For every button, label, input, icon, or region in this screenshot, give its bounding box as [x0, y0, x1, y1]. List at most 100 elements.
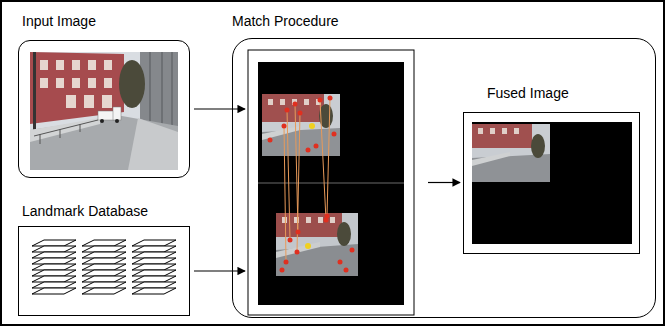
fused-image [502, 128, 507, 134]
street-photo [104, 60, 112, 70]
keypoints [293, 102, 298, 107]
match-lines [327, 98, 330, 216]
street-photo [30, 116, 178, 170]
match-panel [258, 62, 404, 305]
database-stack-icon [82, 270, 126, 276]
keypoints [328, 96, 333, 101]
panel-outline [232, 38, 656, 318]
street-photo [56, 78, 64, 88]
database-stack-icon [32, 240, 76, 246]
match-lines [284, 126, 286, 262]
keypoints [318, 98, 323, 103]
database-stack-icon [82, 246, 126, 252]
match-lines [287, 110, 290, 240]
database-stack-icon [132, 270, 176, 276]
keypoints [285, 108, 290, 113]
panel-heading: Input Image [22, 13, 96, 30]
database-stack-icon [132, 264, 176, 270]
match-panel [248, 50, 414, 315]
street-photo [66, 95, 76, 108]
street-photo [33, 52, 36, 132]
panel-outline [463, 112, 640, 254]
match-panel [248, 50, 414, 315]
keypoints [306, 148, 311, 153]
street-photo [34, 120, 98, 144]
process-panel: Match ProcedureFused Image [228, 8, 658, 320]
fused-image [472, 122, 632, 244]
street-photo [88, 60, 96, 70]
street-photo [88, 78, 96, 88]
keypoints [325, 214, 330, 219]
keypoints [288, 238, 293, 243]
database-stack-icon [132, 276, 176, 282]
database-stack-icon [132, 246, 176, 252]
database-stack-icon [32, 276, 76, 282]
database-stack-icon [32, 240, 176, 294]
flow-arrow [194, 108, 245, 109]
database-stack-icon [82, 282, 126, 288]
panel-outline [18, 40, 190, 178]
database-stack-icon [132, 252, 176, 258]
database-stack-icon [32, 282, 76, 288]
database-stack-icon [82, 240, 126, 294]
query-patch [262, 94, 324, 122]
keypoints [298, 111, 303, 116]
flow-arrow [194, 270, 245, 271]
keypoints [338, 260, 343, 265]
fused-image [531, 134, 545, 158]
street-photo [161, 52, 163, 130]
database-stack-icon [132, 240, 176, 294]
database-stack-icon [32, 288, 76, 294]
panel-heading: Match Procedure [232, 13, 339, 30]
street-photo [30, 52, 178, 170]
street-photo [80, 124, 81, 132]
panel-heading: Landmark Database [22, 203, 148, 220]
panel-heading: Fused Image [487, 85, 569, 102]
query-patch [280, 99, 285, 105]
fused-image [472, 124, 532, 148]
fused-image [472, 152, 510, 166]
input-panel: Input Image [16, 8, 194, 182]
database-stack-icon [32, 264, 76, 270]
landmark-patch [276, 213, 358, 276]
landmark-patch [276, 213, 358, 276]
street-photo [115, 119, 119, 123]
keypoints [284, 260, 289, 265]
street-photo [30, 52, 124, 124]
database-stack-icon [82, 252, 126, 258]
street-photo [113, 107, 121, 120]
database-stack-icon [32, 240, 76, 294]
keypoints [296, 230, 301, 235]
fused-image [472, 122, 632, 244]
street-photo [72, 78, 80, 88]
fused-image [478, 128, 519, 134]
match-panel [258, 183, 404, 184]
street-photo [140, 52, 178, 132]
database-stack-icon [82, 264, 126, 270]
keypoints [295, 250, 300, 255]
landmark-patch [330, 217, 335, 223]
landmark-patch [276, 244, 358, 276]
database-panel: Landmark Database [16, 200, 194, 318]
landmark-patch [318, 217, 323, 223]
street-photo [104, 78, 112, 88]
keypoints [282, 124, 287, 129]
database-stack-icon [132, 282, 176, 288]
landmark-patch [276, 242, 320, 258]
panel-outline [18, 226, 190, 316]
street-photo [40, 78, 48, 88]
query-patch [262, 126, 300, 140]
database-stack-icon [32, 246, 76, 252]
database-stack-icon [82, 288, 126, 294]
database-stack-icon [82, 276, 126, 282]
database-stack-icon [32, 252, 76, 258]
keypoints [268, 138, 273, 143]
query-patch [268, 99, 273, 105]
street-photo [102, 95, 112, 108]
flow-arrow [428, 182, 460, 183]
database-stack-icon [132, 240, 176, 246]
street-photo [84, 95, 94, 108]
street-photo [98, 111, 114, 120]
street-photo [149, 52, 151, 130]
